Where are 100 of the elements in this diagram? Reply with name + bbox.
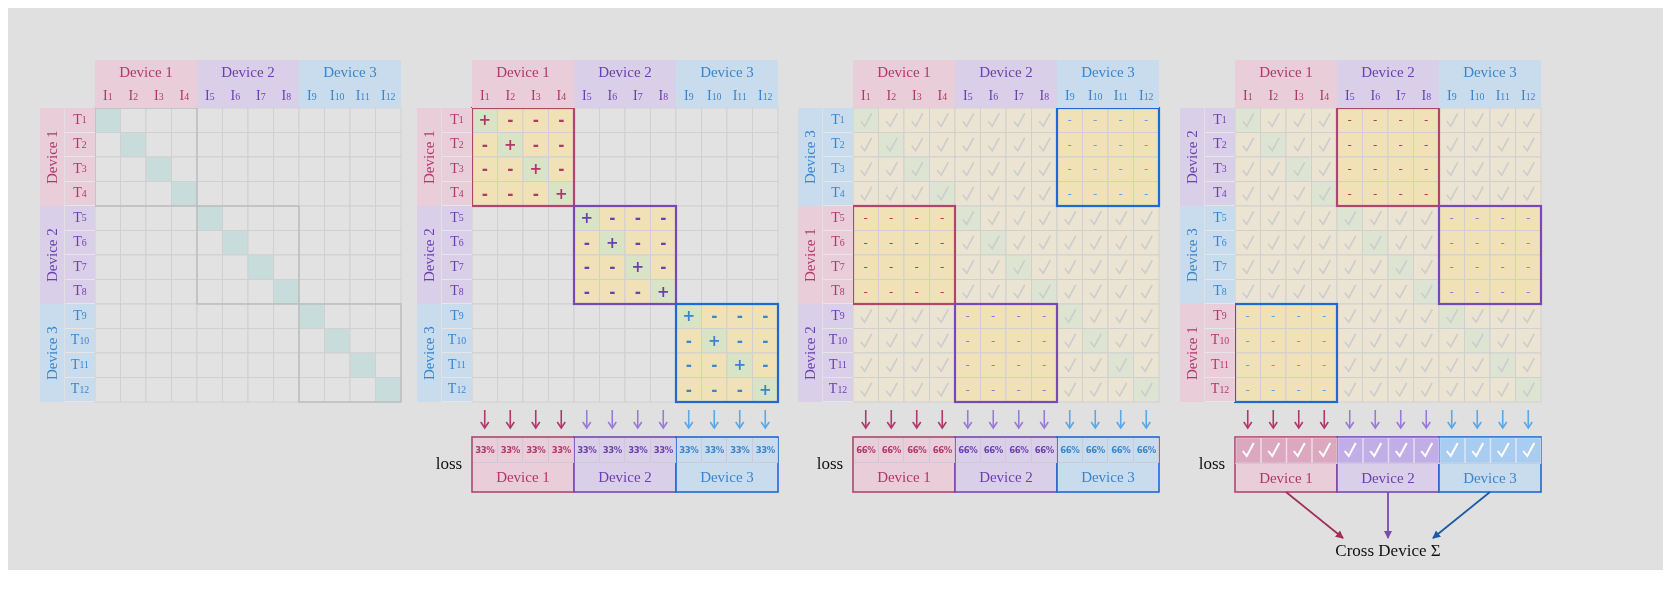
sign-mark: + — [554, 184, 568, 203]
device-header: Device 1 — [1235, 60, 1337, 84]
sign-mark: - — [582, 233, 591, 252]
sign-mark: - — [939, 210, 946, 228]
sign-mark: - — [761, 331, 770, 350]
sign-mark: - — [1525, 283, 1532, 301]
arrow — [1384, 491, 1392, 539]
device-header: Device 2 — [798, 304, 822, 402]
sign-mark: - — [939, 234, 946, 252]
loss-value: 66% — [854, 438, 879, 463]
sign-mark: + — [656, 282, 670, 301]
sign-mark: - — [557, 135, 566, 154]
sign-mark: - — [633, 233, 642, 252]
loss-value: 66% — [1058, 438, 1083, 463]
sign-mark: - — [1321, 308, 1328, 326]
sign-mark: - — [1244, 332, 1251, 350]
sign-mark: - — [913, 210, 920, 228]
device-header: Device 1 — [417, 108, 441, 206]
loss-value: 66% — [1007, 438, 1032, 463]
sign-mark: - — [1244, 357, 1251, 375]
sign-mark: - — [1423, 112, 1430, 130]
loss-label: loss — [434, 453, 464, 475]
loss-value: 33% — [473, 438, 498, 463]
sign-mark: - — [1474, 210, 1481, 228]
sign-mark: - — [1092, 161, 1099, 179]
sign-mark: - — [1270, 308, 1277, 326]
arrow — [1285, 491, 1344, 539]
sign-mark: - — [1346, 136, 1353, 154]
sign-mark: - — [1397, 112, 1404, 130]
result-label: Cross Device Σ — [1313, 538, 1463, 564]
sign-mark: - — [1474, 259, 1481, 277]
sign-mark: + — [733, 356, 747, 375]
sign-mark: - — [1448, 259, 1455, 277]
device-header: Device 1 — [798, 206, 822, 304]
sign-mark: - — [659, 233, 668, 252]
loss-value: 33% — [600, 438, 625, 463]
loss-value: 66% — [905, 438, 930, 463]
sign-mark: - — [990, 332, 997, 350]
device-label: Device 3 — [1080, 468, 1136, 487]
sign-mark: + — [682, 307, 696, 326]
sign-mark: - — [1321, 332, 1328, 350]
sign-mark: - — [710, 307, 719, 326]
sign-mark: - — [684, 380, 693, 399]
loss-value: 66% — [1032, 438, 1057, 463]
sign-mark: - — [964, 308, 971, 326]
sign-mark: + — [478, 111, 492, 130]
sign-mark: - — [1423, 185, 1430, 203]
loss-value: 66% — [1109, 438, 1134, 463]
sign-mark: - — [1321, 381, 1328, 399]
sign-mark: - — [710, 356, 719, 375]
sign-mark: - — [1474, 234, 1481, 252]
sign-mark: - — [761, 307, 770, 326]
sign-mark: - — [888, 259, 895, 277]
sign-mark: - — [506, 111, 515, 130]
sign-mark: - — [1295, 308, 1302, 326]
sign-mark: + — [631, 258, 645, 277]
sign-mark: - — [1448, 210, 1455, 228]
loss-value: 66% — [981, 438, 1006, 463]
device-label: Device 1 — [1235, 463, 1337, 492]
device-label: Device 3 — [1439, 463, 1541, 492]
sign-mark: - — [684, 331, 693, 350]
sign-mark: - — [990, 308, 997, 326]
sign-mark: - — [1295, 357, 1302, 375]
sign-mark: - — [531, 135, 540, 154]
sign-mark: - — [608, 282, 617, 301]
sign-mark: + — [503, 135, 517, 154]
sign-mark: - — [964, 357, 971, 375]
loss-value: 33% — [651, 438, 676, 463]
loss-value: 33% — [728, 438, 753, 463]
sign-mark: - — [888, 283, 895, 301]
sign-mark: - — [1143, 185, 1150, 203]
sign-mark: + — [580, 209, 594, 228]
device-header: Device 2 — [1337, 60, 1439, 84]
device-label: Device 3 — [699, 468, 755, 487]
device-header: Device 1 — [40, 108, 64, 206]
loss-value: 66% — [930, 438, 955, 463]
sign-mark: - — [990, 357, 997, 375]
sign-mark: - — [862, 210, 869, 228]
sign-mark: - — [1499, 210, 1506, 228]
loss-value: 66% — [956, 438, 981, 463]
loss-value: 33% — [626, 438, 651, 463]
sign-mark: - — [506, 184, 515, 203]
sign-mark: - — [939, 283, 946, 301]
sign-mark: - — [1015, 381, 1022, 399]
loss-value: 33% — [753, 438, 778, 463]
sign-mark: - — [1474, 283, 1481, 301]
sign-mark: - — [710, 380, 719, 399]
device-header: Device 1 — [95, 60, 197, 84]
loss-label: loss — [1197, 453, 1227, 475]
sign-mark: - — [1346, 112, 1353, 130]
sign-mark: - — [1092, 112, 1099, 130]
sign-mark: - — [1270, 332, 1277, 350]
device-header: Device 3 — [1057, 60, 1159, 84]
loss-value: 66% — [879, 438, 904, 463]
loss-value: 66% — [1134, 438, 1159, 463]
sign-mark: - — [659, 209, 668, 228]
sign-mark: - — [1397, 136, 1404, 154]
loss-value: 33% — [677, 438, 702, 463]
sign-mark: - — [1041, 332, 1048, 350]
sign-mark: + — [605, 233, 619, 252]
